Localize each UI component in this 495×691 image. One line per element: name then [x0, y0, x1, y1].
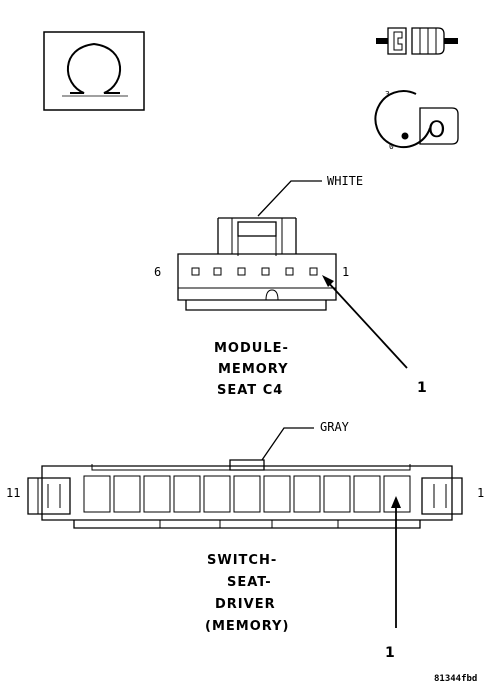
ignition-position-3: 3	[385, 90, 390, 99]
figure-id: 81344fbd	[434, 674, 477, 684]
callout-top: 1	[417, 380, 427, 396]
pin-label-1: 1	[342, 265, 349, 279]
callout-bottom: 1	[385, 645, 395, 661]
switch-name-line-4: (MEMORY)	[205, 619, 289, 634]
connector-name-line-2: MEMORY	[218, 362, 289, 377]
pin-label-6: 6	[154, 265, 161, 279]
key-symbol: O	[428, 118, 445, 143]
connector-name-line-3: SEAT C4	[217, 383, 283, 398]
switch-name-line-1: SWITCH-	[207, 553, 277, 568]
wire-color-white: WHITE	[327, 174, 363, 188]
pin-label-11: 11	[6, 486, 20, 500]
connector-icon	[376, 27, 458, 55]
switch-name-line-3: DRIVER	[215, 597, 276, 612]
wire-color-gray: GRAY	[320, 420, 350, 434]
connector-name-line-1: MODULE-	[214, 341, 289, 356]
switch-seat-driver-connector: GRAY 11 1 1 SWITCH- SEAT- DRIVER	[6, 420, 484, 661]
module-memory-seat-connector: WHITE 6 1 1 MODULE- MEMORY SEAT C4	[154, 174, 427, 398]
pin-label-1-bottom: 1	[477, 486, 484, 500]
switch-name-line-2: SEAT-	[227, 575, 272, 590]
ignition-key-icon: 3 2 1 0 O	[374, 90, 459, 151]
omega-icon	[43, 31, 145, 111]
ignition-position-0: 0	[389, 142, 394, 151]
